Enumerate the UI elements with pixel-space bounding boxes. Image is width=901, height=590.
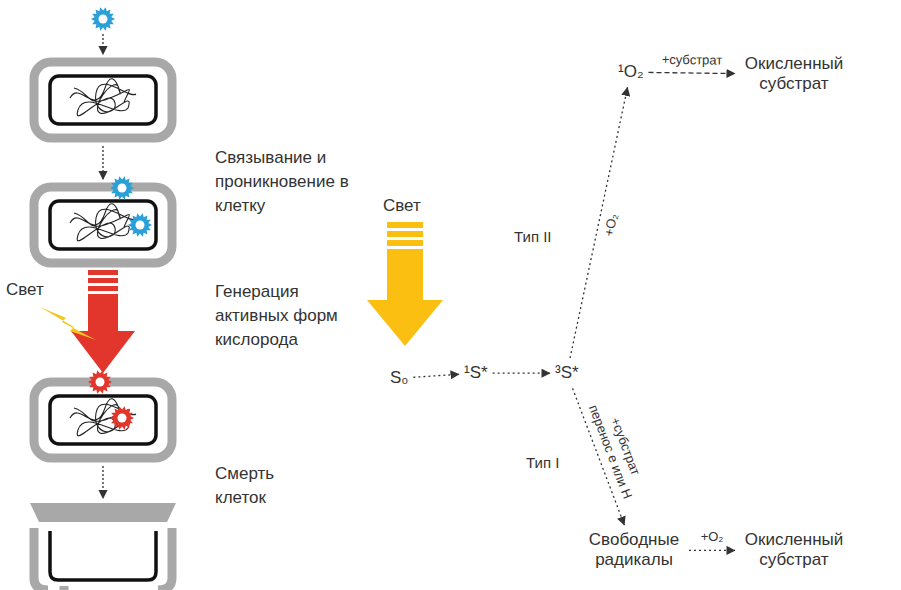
- annotation-label: Тип II: [514, 226, 552, 247]
- light-arrow: [71, 270, 135, 373]
- annotation-label: Свет: [6, 278, 44, 302]
- step-arrow: [102, 466, 103, 498]
- species-label: Свободные радикалы: [582, 528, 686, 573]
- reaction-arrow: [570, 87, 627, 358]
- light-arrow: [367, 222, 443, 346]
- edge-label: +O₂: [690, 530, 734, 546]
- species-text: ³S*: [555, 363, 579, 383]
- reaction-arrow: [689, 550, 735, 551]
- step-arrow: [102, 146, 103, 179]
- bacterial-cell: [34, 62, 172, 138]
- bacterial-cell: [34, 187, 172, 263]
- bacterial-cell: [34, 382, 172, 458]
- dead-cell: [30, 503, 176, 590]
- species-text: Окисленный субстрат: [740, 54, 848, 95]
- species-label: ³S*: [553, 361, 581, 385]
- species-text: ¹S*: [464, 363, 488, 383]
- species-label: S₀: [388, 366, 410, 390]
- species-text: S₀: [390, 368, 408, 388]
- reaction-arrow: [413, 374, 459, 377]
- species-label: Окисленный субстрат: [738, 52, 850, 97]
- reaction-arrow: [648, 72, 735, 73]
- photosensitizer-star: [110, 176, 134, 199]
- photosensitizer-star: [91, 7, 115, 30]
- species-label: ¹S*: [462, 361, 490, 385]
- light-bolt: [40, 307, 96, 340]
- excited-photosensitizer-star: [88, 370, 112, 393]
- species-label: Окисленный субстрат: [738, 528, 850, 573]
- species-text: Свободные радикалы: [584, 530, 684, 571]
- step-arrow: [102, 34, 103, 54]
- photosensitizer-star: [128, 213, 152, 236]
- species-label: ¹O₂: [616, 60, 645, 84]
- species-text: ¹O₂: [618, 62, 643, 82]
- reaction-arrow: [493, 373, 550, 374]
- excited-photosensitizer-star: [110, 406, 134, 429]
- annotation-label: Свет: [383, 194, 421, 218]
- annotation-label: Тип I: [526, 452, 559, 473]
- edge-label: +субстрат перенос е или Н: [582, 390, 652, 510]
- annotation-label: Связывание и проникновение в клетку: [215, 146, 365, 218]
- annotation-label: Генерация активных форм кислорода: [215, 280, 355, 352]
- annotation-label: Смерть клеток: [215, 462, 295, 510]
- edge-label: +субстрат: [650, 52, 734, 69]
- species-text: Окисленный субстрат: [740, 530, 848, 571]
- edge-label: +O₂: [599, 202, 623, 248]
